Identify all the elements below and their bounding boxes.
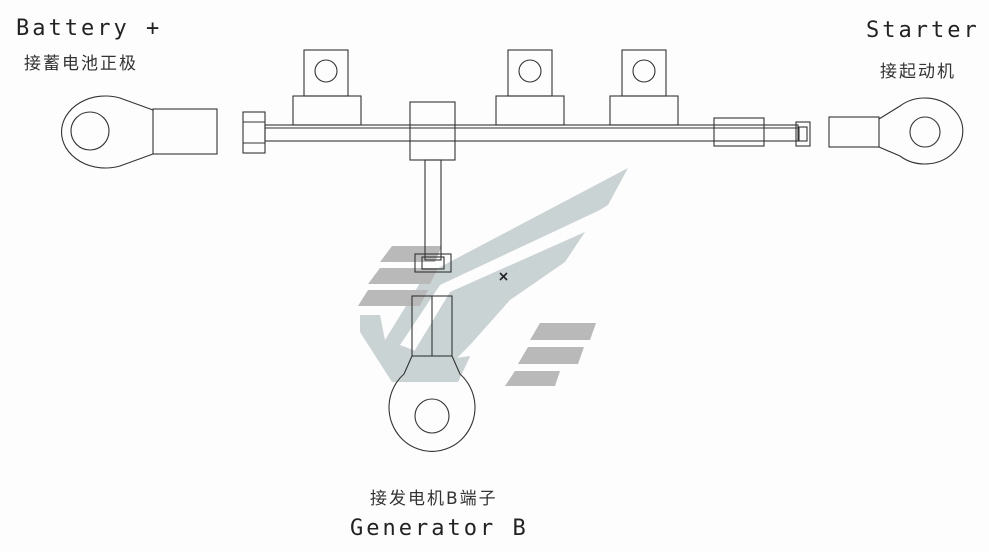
watermark-stripe-4 bbox=[530, 323, 596, 340]
generator-ring-terminal bbox=[388, 295, 476, 452]
left-bolt-head bbox=[242, 111, 266, 154]
watermark-wing-inner bbox=[415, 232, 585, 370]
right-sleeve bbox=[713, 117, 765, 147]
battery-label: Battery + bbox=[16, 16, 163, 41]
fuse-tab-1 bbox=[292, 49, 362, 126]
starter-ring-terminal bbox=[828, 97, 964, 165]
watermark-stripe-6 bbox=[505, 371, 560, 386]
starter-label: Starter bbox=[866, 18, 980, 43]
watermark-stripe-2 bbox=[368, 268, 438, 284]
battery-label-cn: 接蓄电池正极 bbox=[24, 54, 138, 74]
watermark-stripe-1 bbox=[380, 246, 442, 262]
watermark-stripe-5 bbox=[518, 347, 584, 364]
fuse-tab-2 bbox=[495, 49, 565, 126]
main-bus-bar bbox=[264, 124, 799, 142]
watermark-stripe-3 bbox=[358, 290, 428, 306]
fuse-tab-3 bbox=[609, 49, 679, 126]
generator-branch-wire bbox=[414, 159, 452, 273]
right-bolt-head bbox=[795, 121, 811, 147]
battery-ring-terminal bbox=[61, 95, 218, 169]
watermark-logo bbox=[358, 168, 628, 386]
generator-label: Generator B bbox=[350, 516, 529, 541]
junction-block bbox=[409, 101, 456, 161]
cursor-cross-icon bbox=[499, 272, 508, 281]
generator-label-cn: 接发电机B端子 bbox=[370, 489, 498, 509]
starter-label-cn: 接起动机 bbox=[880, 62, 956, 82]
